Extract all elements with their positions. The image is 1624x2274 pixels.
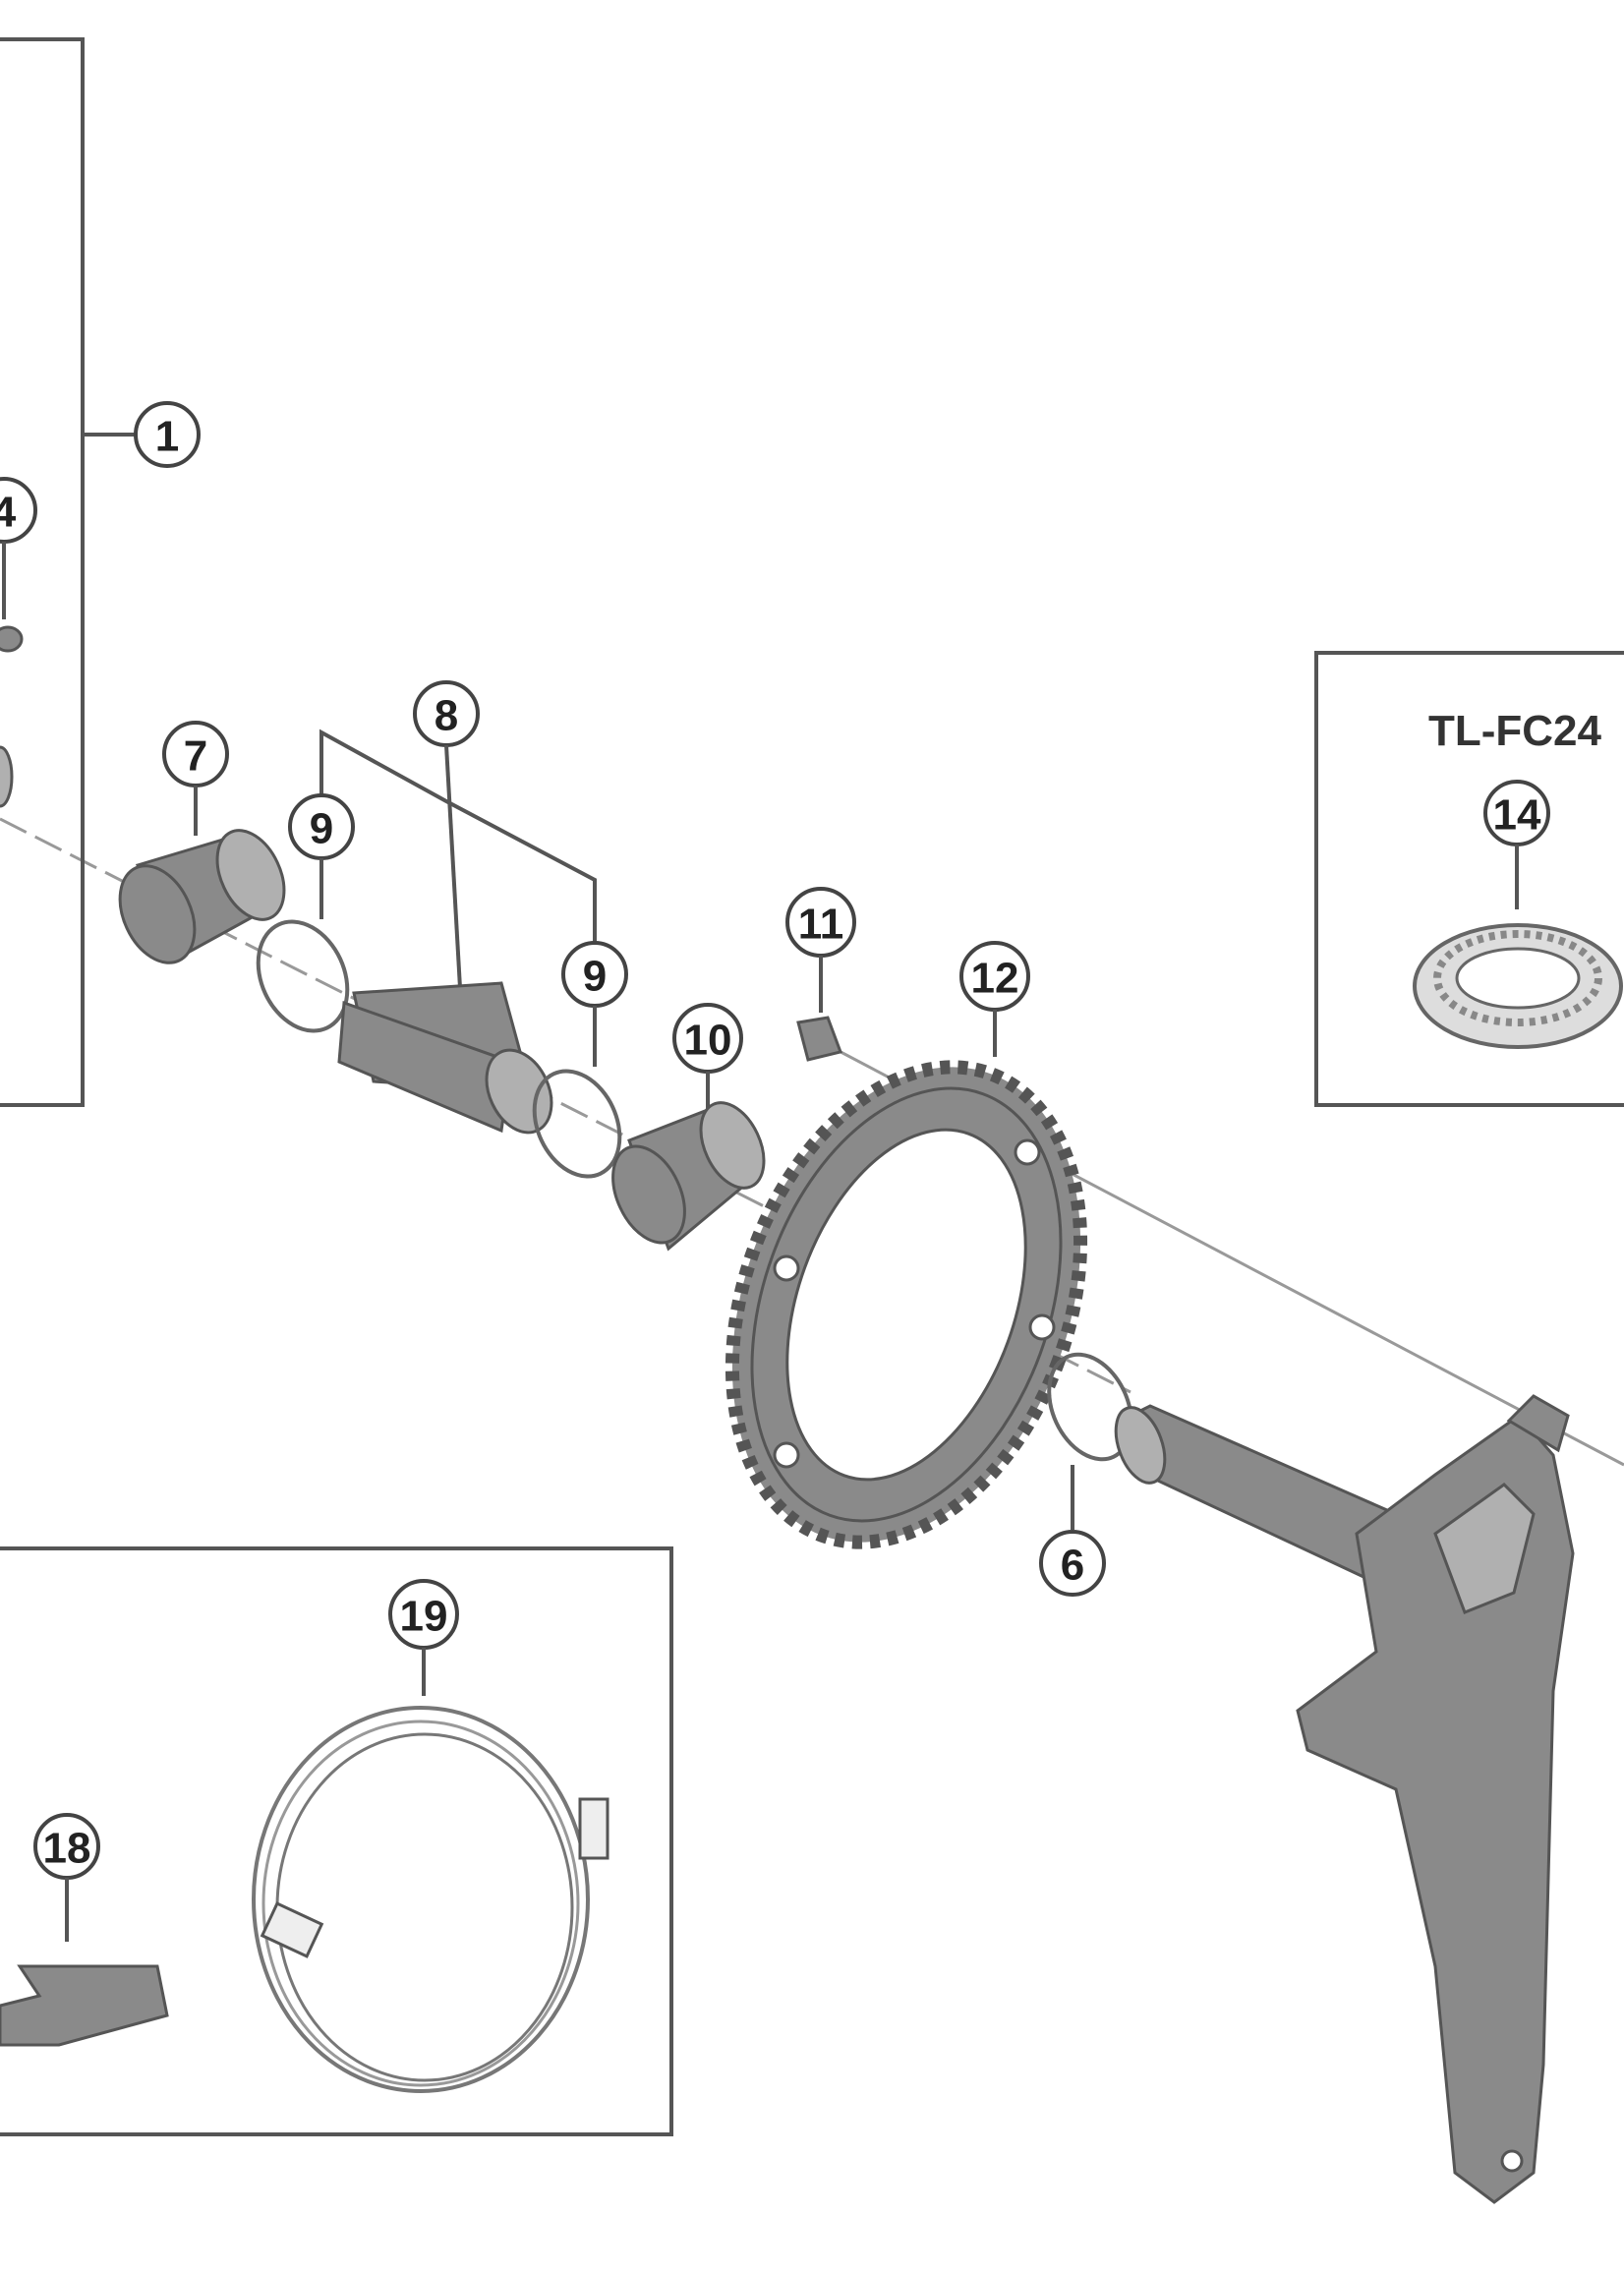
callout-19[interactable]: 19 (388, 1579, 459, 1650)
svg-text:6: 6 (1061, 1542, 1084, 1590)
chainring-12 (725, 1060, 1088, 1549)
svg-text:11: 11 (798, 901, 844, 949)
callout-11[interactable]: 11 (785, 887, 856, 958)
part-18 (0, 1964, 169, 2047)
o-ring-6 (1047, 1352, 1133, 1462)
chainring-bolt-11 (796, 1016, 842, 1062)
callout-1[interactable]: 1 (134, 401, 201, 468)
svg-text:12: 12 (971, 955, 1019, 1003)
bb-cup-10 (611, 1101, 766, 1252)
svg-text:4: 4 (0, 489, 17, 537)
callout-9-left[interactable]: 9 (288, 793, 355, 860)
callout-14[interactable]: 14 (1483, 780, 1550, 846)
bolt-4 (0, 625, 24, 653)
callout-6[interactable]: 6 (1039, 1530, 1106, 1597)
accessory-frame (0, 1546, 673, 2136)
callout-9-right[interactable]: 9 (561, 941, 628, 1008)
assembly-1-frame (0, 37, 85, 1107)
callout-4[interactable]: 4 (0, 477, 37, 544)
svg-text:9: 9 (310, 805, 333, 853)
svg-text:18: 18 (43, 1825, 91, 1873)
svg-text:14: 14 (1493, 791, 1541, 840)
svg-text:19: 19 (400, 1593, 448, 1641)
svg-text:1: 1 (155, 413, 179, 461)
o-ring-9-left (256, 919, 350, 1033)
callout-10[interactable]: 10 (672, 1003, 743, 1074)
tool-label: TL-FC24 (1428, 707, 1602, 755)
callout-18[interactable]: 18 (33, 1813, 100, 1880)
o-ring-9-right (532, 1069, 622, 1179)
crank-arm (1114, 1394, 1575, 2204)
svg-text:7: 7 (184, 732, 207, 781)
lockring-tool-14 (1413, 923, 1623, 1049)
callout-12[interactable]: 12 (959, 941, 1030, 1012)
partial-part (0, 745, 14, 808)
tool-frame (1314, 651, 1624, 1107)
charging-cable-19 (252, 1706, 609, 2093)
bb-sleeve-8 (337, 981, 553, 1135)
callout-7[interactable]: 7 (162, 721, 229, 787)
callout-8[interactable]: 8 (413, 680, 480, 747)
bb-cup-7 (118, 829, 286, 964)
svg-text:9: 9 (583, 953, 607, 1001)
svg-text:10: 10 (684, 1017, 732, 1065)
svg-text:8: 8 (435, 692, 458, 740)
